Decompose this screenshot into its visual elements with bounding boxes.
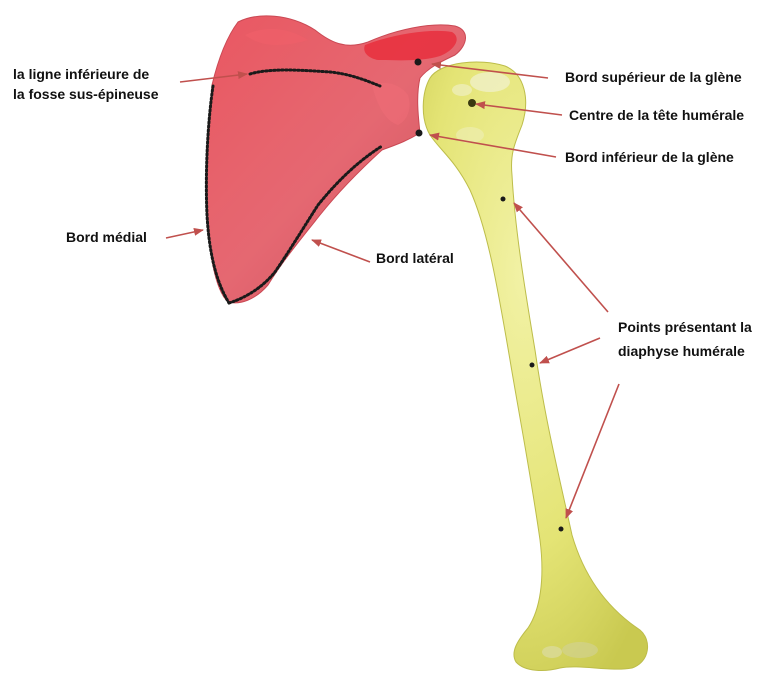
arrow-medial-border <box>166 230 203 238</box>
label-glenoid-inferior: Bord inférieur de la glène <box>565 148 734 167</box>
glenoid-inferior-point <box>416 130 423 137</box>
label-humeral-head-center: Centre de la tête humérale <box>569 106 744 125</box>
glenoid-superior-point <box>415 59 422 66</box>
label-diaphysis-2: diaphyse humérale <box>618 342 745 361</box>
label-medial-border: Bord médial <box>66 228 147 247</box>
arrow-diaphysis-3 <box>566 384 619 518</box>
diaphysis-point-3 <box>559 527 564 532</box>
label-glenoid-superior: Bord supérieur de la glène <box>565 68 742 87</box>
label-diaphysis-1: Points présentant la <box>618 318 752 337</box>
arrow-diaphysis-2 <box>540 338 600 363</box>
humeral-head-center-point <box>468 99 476 107</box>
label-lateral-border: Bord latéral <box>376 249 454 268</box>
label-fossa-line-1: la ligne inférieure de <box>13 65 149 84</box>
diaphysis-point-1 <box>501 197 506 202</box>
arrow-lateral-border <box>312 240 370 262</box>
arrow-diaphysis-1 <box>514 203 608 312</box>
diaphysis-point-2 <box>530 363 535 368</box>
label-fossa-line-2: la fosse sus-épineuse <box>13 85 159 104</box>
